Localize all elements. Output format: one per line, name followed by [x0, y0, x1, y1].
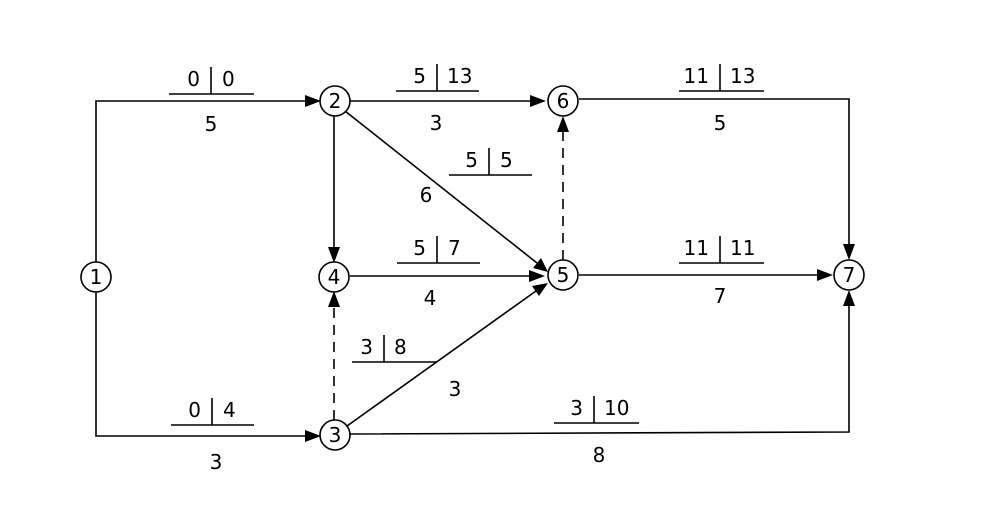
edge-6-7: [579, 98, 855, 260]
node-2: 2: [319, 85, 351, 117]
edge-3-5-line: [346, 290, 537, 427]
node-1: 1: [80, 261, 112, 293]
node-3: 3: [319, 419, 351, 451]
edge-1-2-tf: 0: [222, 67, 235, 91]
node-1-circle: [80, 261, 112, 293]
edge-6-7-label: 11 13 5: [679, 64, 764, 135]
edge-2-5-label: 5 5 6: [420, 148, 532, 207]
edges-layer: [95, 95, 855, 442]
node-2-label: 2: [329, 89, 342, 113]
edge-3-5-es: 3: [360, 335, 373, 359]
edge-2-6-label: 5 13 3: [396, 64, 479, 135]
edge-1-3-arrowhead: [305, 430, 321, 442]
edge-6-7-arrowhead: [843, 244, 855, 260]
edge-1-3-duration: 3: [210, 450, 223, 474]
edge-1-3-tf: 4: [223, 398, 236, 422]
edge-2-6-tf: 13: [447, 64, 472, 88]
edge-2-6-arrowhead: [530, 95, 546, 107]
node-3-circle: [319, 419, 351, 451]
edge-5-7-label: 11 11 7: [679, 236, 764, 308]
edge-4-5-label: 5 7 4: [397, 236, 480, 310]
edge-1-2-duration: 5: [205, 112, 218, 136]
edge-4-5: [350, 270, 545, 282]
edge-3-5-tf: 8: [394, 335, 407, 359]
edge-2-6: [350, 95, 546, 107]
node-2-circle: [319, 85, 351, 117]
edge-6-7-es: 11: [684, 64, 709, 88]
edge-4-5-arrowhead: [529, 270, 545, 282]
edge-3-7-arrowhead: [843, 290, 855, 306]
edge-2-4-arrowhead: [328, 247, 340, 263]
node-4-label: 4: [328, 265, 341, 289]
node-1-label: 1: [90, 265, 103, 289]
node-5-circle: [547, 259, 579, 291]
edge-5-7-tf: 11: [730, 236, 755, 260]
edge-5-7: [579, 269, 833, 281]
edge-3-7-label: 3 10 8: [554, 396, 639, 467]
edge-3-4: [328, 291, 340, 420]
node-6-label: 6: [557, 89, 570, 113]
edge-1-2-arrowhead: [305, 95, 321, 107]
node-6-circle: [547, 85, 579, 117]
edge-4-5-es: 5: [413, 236, 426, 260]
edge-5-7-arrowhead: [817, 269, 833, 281]
node-5: 5: [547, 259, 579, 291]
edge-2-6-es: 5: [413, 64, 426, 88]
node-5-label: 5: [557, 263, 570, 287]
edge-3-7-line: [349, 304, 850, 435]
edge-3-7-duration: 8: [593, 443, 606, 467]
edge-3-7: [349, 290, 855, 435]
edge-3-5-duration: 3: [449, 377, 462, 401]
edge-3-5-label: 3 8 3: [352, 335, 461, 401]
edge-2-6-duration: 3: [430, 111, 443, 135]
edge-1-3-line: [95, 292, 307, 437]
edge-3-4-arrowhead: [328, 291, 340, 307]
edge-5-6: [557, 116, 569, 260]
edge-3-5-arrowhead: [532, 283, 548, 296]
node-6: 6: [547, 85, 579, 117]
edge-5-7-duration: 7: [714, 284, 727, 308]
edge-3-7-es: 3: [570, 396, 583, 420]
edge-6-7-line: [579, 98, 850, 246]
node-3-label: 3: [329, 423, 342, 447]
edge-1-3-label: 0 4 3: [171, 398, 254, 474]
edge-2-5-line: [344, 110, 538, 264]
edge-2-5-es: 5: [465, 148, 478, 172]
edge-6-7-duration: 5: [714, 111, 727, 135]
edge-1-3: [95, 292, 321, 442]
edge-1-2-label: 0 0 5: [169, 67, 254, 136]
edge-4-5-tf: 7: [448, 236, 461, 260]
node-7: 7: [833, 259, 865, 291]
edge-2-5-duration: 6: [420, 183, 433, 207]
node-4: 4: [318, 261, 350, 293]
edge-3-7-tf: 10: [604, 396, 629, 420]
node-7-circle: [833, 259, 865, 291]
edge-6-7-tf: 13: [730, 64, 755, 88]
edge-4-5-duration: 4: [424, 286, 437, 310]
edge-2-5-tf: 5: [500, 148, 513, 172]
nodes-layer: 1 2 3 4 5 6 7: [80, 85, 865, 451]
edge-1-2: [95, 95, 321, 262]
edge-1-2-line: [95, 100, 307, 262]
edge-2-4: [328, 116, 340, 263]
edge-3-5: [346, 283, 548, 427]
labels-layer: 0 0 5 0 4 3 5 13 3 5 5 6 5: [169, 64, 764, 474]
node-7-label: 7: [843, 263, 856, 287]
edge-2-5-arrowhead: [533, 258, 548, 272]
node-4-circle: [318, 261, 350, 293]
edge-1-3-es: 0: [188, 398, 201, 422]
edge-5-6-arrowhead: [557, 116, 569, 132]
edge-5-7-es: 11: [684, 236, 709, 260]
edge-1-2-es: 0: [187, 67, 200, 91]
edge-2-5: [344, 110, 548, 272]
